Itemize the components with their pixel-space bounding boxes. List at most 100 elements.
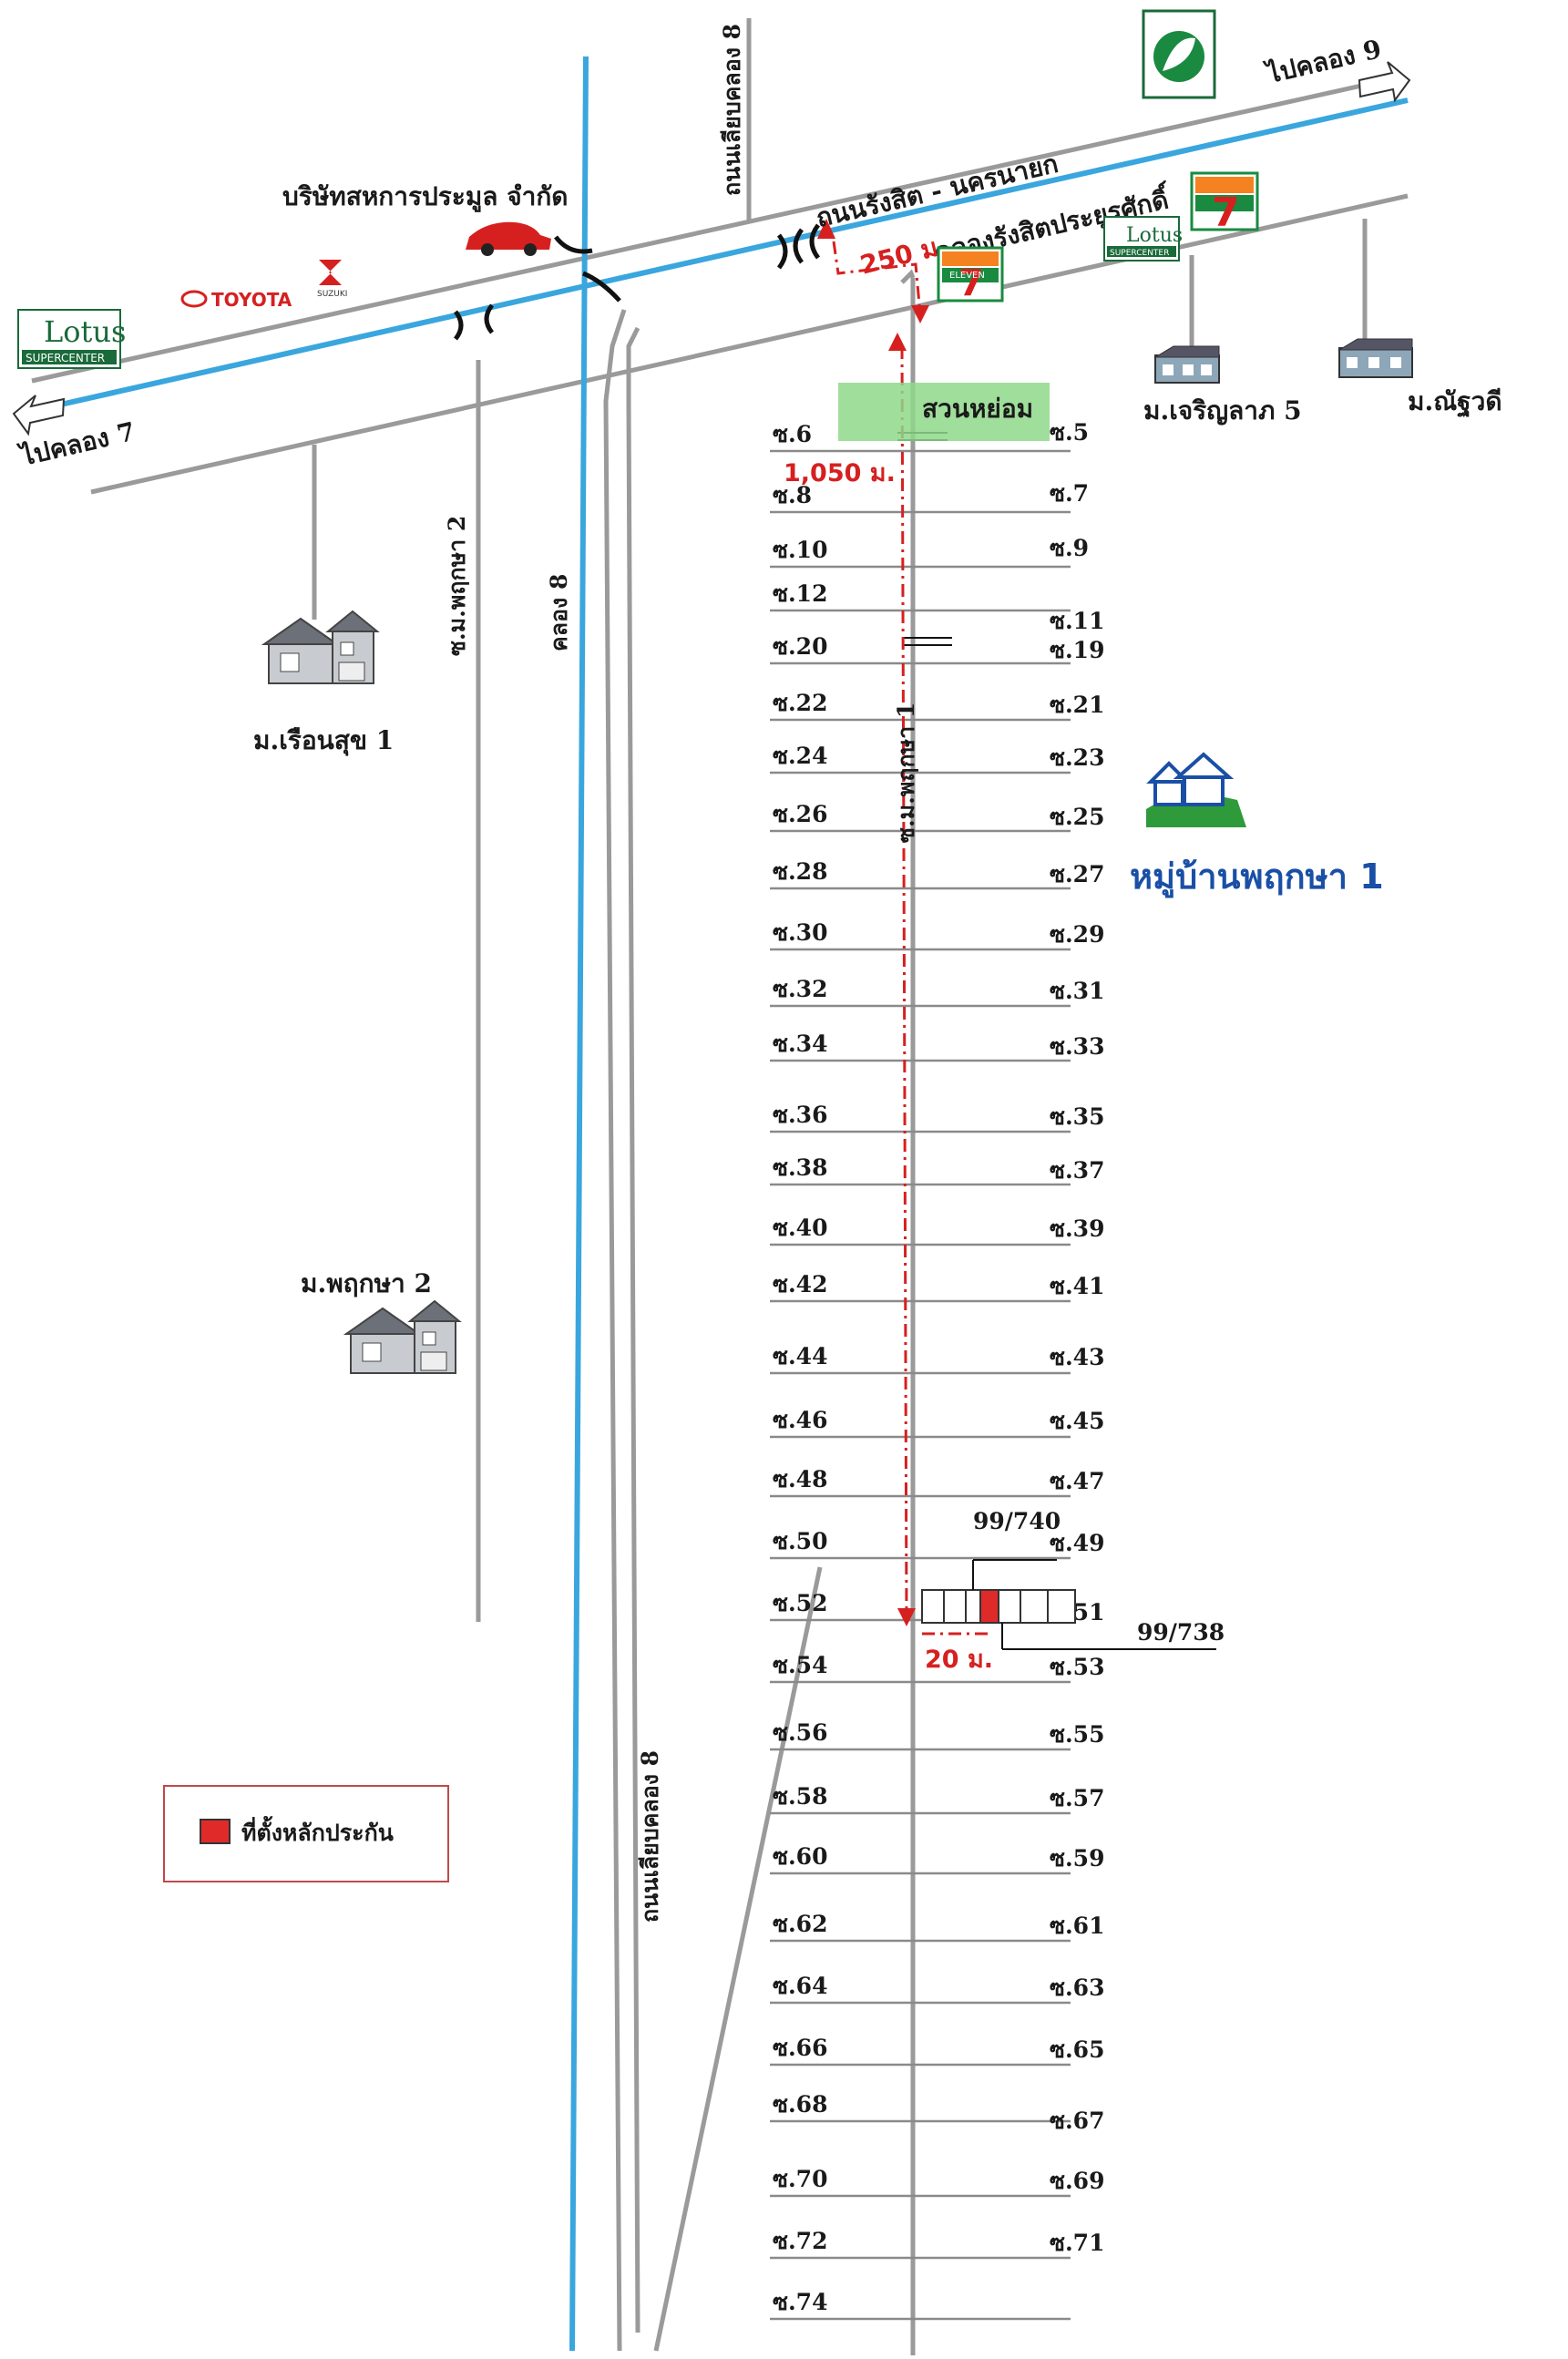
soi-label-left: ซ.56 [773,1719,827,1746]
soi-label-left: ซ.66 [773,2035,827,2061]
soi-label-left: ซ.10 [773,537,827,563]
soi-label-right: ซ.69 [1050,2168,1104,2194]
park-label: สวนหย่อม [922,394,1033,424]
soi-label-left: ซ.44 [773,1343,827,1369]
soi-label-right: ซ.45 [1050,1408,1104,1434]
soi-label-left: ซ.32 [773,976,827,1002]
soi-label-left: ซ.38 [773,1154,827,1181]
village-nattawadee-label: ม.ณัฐวดี [1408,386,1502,418]
soi-label-right: ซ.35 [1050,1103,1104,1130]
village-charoen-label: ม.เจริญลาภ 5 [1143,395,1302,426]
distance-1050-marker [900,345,908,1618]
soi-label-right: ซ.19 [1050,637,1104,663]
company-label: บริษัทสหการประมูล จำกัด [282,181,568,212]
soi-label-right: ซ.31 [1050,978,1104,1004]
soi-label-right: ซ.63 [1050,1974,1104,2001]
klong8-road-top-label: ถนนเลียบคลอง 8 [719,24,745,196]
car-icon [466,221,551,256]
soi-label-right: ซ.11 [1050,608,1104,634]
svg-text:ELEVEN: ELEVEN [949,271,985,281]
lower-parallel-road [90,193,1409,495]
park-connector [900,269,916,284]
soi-label-left: ซ.60 [773,1843,827,1870]
soi-labels-right: ซ.5ซ.7ซ.9ซ.11ซ.19ซ.21ซ.23ซ.25ซ.27ซ.29ซ.3… [1050,419,1104,2256]
soi-label-right: ซ.39 [1050,1215,1104,1242]
soi-label-right: ซ.43 [1050,1344,1104,1370]
soi-label-right: ซ.7 [1050,480,1089,507]
soi-label-left: ซ.48 [773,1466,827,1492]
soi-label-right: ซ.49 [1050,1530,1104,1556]
to-klong7-label: ไปคลอง 7 [15,416,138,473]
svg-text:7: 7 [1212,190,1240,236]
svg-text:SUPERCENTER: SUPERCENTER [1110,249,1169,258]
soi-label-right: ซ.67 [1050,2108,1104,2134]
arrow-up-icon [817,219,835,239]
soi-label-left: ซ.70 [773,2166,827,2192]
park-area [838,383,1050,441]
house-number-740: 99/740 [973,1508,1061,1534]
soi-label-left: ซ.26 [773,801,827,827]
collateral-plot-row [921,1559,1216,1650]
soi-label-left: ซ.6 [773,421,812,447]
arrow-up-icon [888,333,907,351]
soi-label-left: ซ.8 [773,482,812,508]
distance-1050-label: 1,050 ม. [784,459,896,487]
soi-label-right: ซ.71 [1050,2230,1104,2256]
soi-label-left: ซ.36 [773,1102,827,1128]
legend-label: ที่ตั้งหลักประกัน [241,1815,394,1846]
house-icon [261,610,380,684]
distance-250-marker [832,241,922,315]
soi-label-left: ซ.22 [773,690,827,716]
soi-label-right: ซ.41 [1050,1273,1104,1299]
soi-label-left: ซ.20 [773,633,827,660]
soi-label-right: ซ.25 [1050,804,1104,830]
toyota-logo-icon: TOYOTA [180,289,292,311]
soi-label-left: ซ.30 [773,919,827,946]
soi-label-left: ซ.28 [773,858,827,885]
soi-label-left: ซ.52 [773,1590,827,1616]
soi-label-left: ซ.12 [773,580,827,607]
arrow-down-icon [897,1608,916,1626]
soi-label-left: ซ.46 [773,1407,827,1433]
legend: ที่ตั้งหลักประกัน [163,1785,449,1882]
soi-pruksa2-label: ซ.ม.พฤกษา 2 [444,516,470,656]
distance-20-label: 20 ม. [925,1646,993,1674]
soi-label-right: ซ.53 [1050,1654,1104,1680]
soi-label-left: ซ.72 [773,2228,827,2254]
arrow-right-icon [1358,61,1411,103]
soi-lines [770,449,1071,2321]
soi-label-right: ซ.29 [1050,921,1104,948]
lotus-logo-icon: Lotus SUPERCENTER [1103,216,1183,262]
bridge-icon [453,303,495,341]
klong8-side-road [653,1566,823,2352]
arrow-left-icon [12,395,66,436]
klong8-road-connector [626,400,641,2333]
village-ruensuk-label: ม.เรือนสุข 1 [253,725,394,756]
house-number-738: 99/738 [1137,1619,1225,1646]
soi-label-right: ซ.59 [1050,1845,1104,1872]
svg-text:SUZUKI: SUZUKI [317,290,347,299]
klong8-side-road-top [603,309,627,2352]
soi-label-left: ซ.50 [773,1528,827,1554]
rangsit-nakhonnayok-road [31,75,1399,384]
soi-label-left: ซ.58 [773,1783,827,1810]
svg-text:7: 7 [958,262,984,304]
legend-swatch [200,1819,231,1844]
soi-label-left: ซ.68 [773,2091,827,2118]
soi-label-right: ซ.23 [1050,744,1104,771]
seven-eleven-logo-icon: 7 ELEVEN [937,246,1004,304]
village-logo-icon [1146,752,1246,827]
soi-label-right: ซ.33 [1050,1033,1104,1060]
klong8-road-junction [626,326,641,401]
klong8-canal [569,56,589,2352]
soi-label-left: ซ.34 [773,1031,827,1057]
soi-label-left: ซ.40 [773,1215,827,1241]
lotus-logo-icon: Lotus SUPERCENTER [17,309,126,369]
bridge-icon [776,223,821,270]
seven-eleven-logo-icon: 7 [1190,171,1259,236]
company-logo-icon [1142,9,1216,99]
bridge-icon [897,432,952,646]
klong8-road-bottom-label: ถนนเลียบคลอง 8 [637,1750,663,1923]
soi-label-left: ซ.42 [773,1271,827,1297]
